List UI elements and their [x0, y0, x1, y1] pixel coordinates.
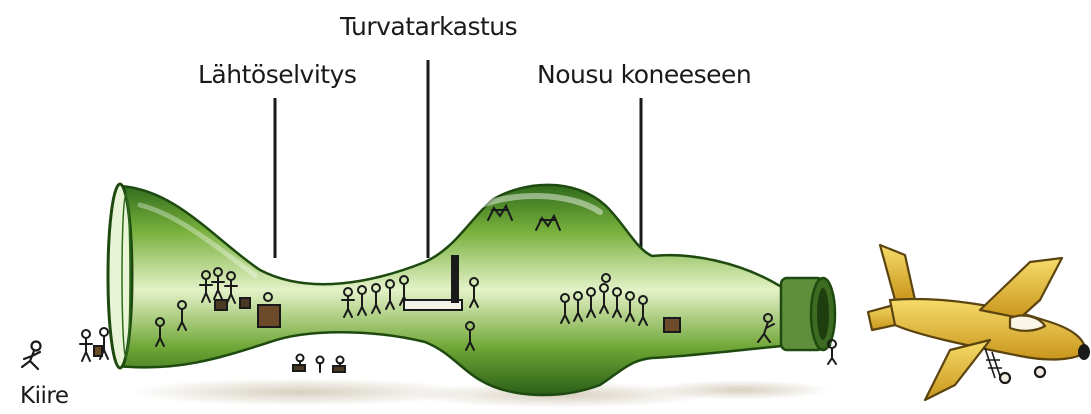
queue-outside	[80, 328, 108, 361]
running-person-icon	[22, 342, 41, 370]
airplane-icon	[868, 245, 1090, 400]
label-hurry: Kiire	[20, 385, 68, 408]
label-check-in: Lähtöselvitys	[198, 62, 356, 87]
label-boarding: Nousu koneeseen	[537, 62, 751, 87]
label-security: Turvatarkastus	[340, 14, 517, 39]
ground-shadow	[650, 380, 830, 400]
bottle-neck-opening-inner	[817, 288, 829, 340]
crowd-bottom	[293, 355, 345, 373]
